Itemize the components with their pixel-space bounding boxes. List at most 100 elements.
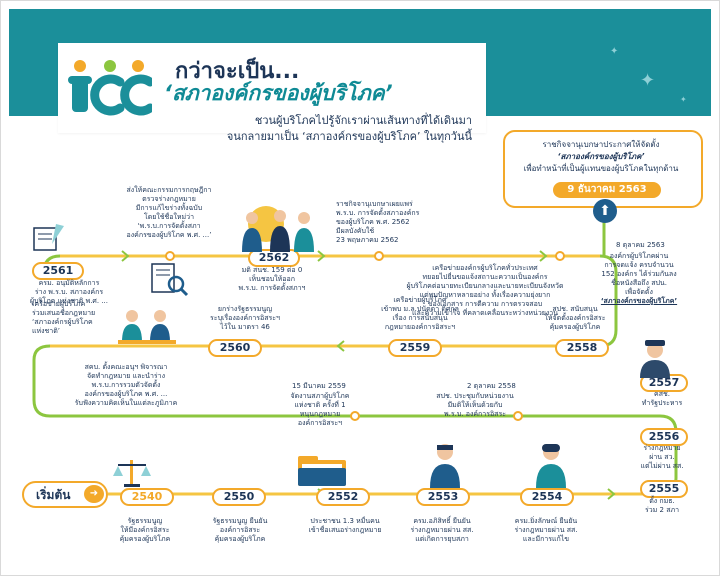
text-line: เรื่อง การสนับสนุน: [392, 314, 448, 322]
text-line: ยกร่างรัฐธรรมนูญ: [217, 305, 273, 313]
milestone-2556: 2556: [640, 428, 688, 446]
text-line: ไว้ใน มาตรา 46: [220, 323, 270, 331]
text-line: สปช. สนับสนุน: [552, 305, 598, 313]
handshake-people-icon: [242, 206, 314, 252]
text-line: ร่าง พ.ร.บ. สภาองค์กร: [34, 288, 104, 296]
text-line: ให้มีองค์กรอิสระ: [120, 526, 170, 534]
text-line: 23 พฤษภาคม 2562: [336, 236, 399, 244]
text-line: ร่างกฎหมาย: [643, 444, 681, 452]
text-line: ครม.อภิสิทธิ์ ยืนยัน: [413, 517, 471, 525]
date-2563-oct: 8 ตุลาคม 2563: [614, 240, 667, 251]
milestone-2540: 2540: [120, 488, 174, 506]
text-2559a: เครือข่ายผู้บริโภค เข้าพบ ม.ล.ปนัดดา ดิศ…: [360, 296, 480, 332]
text-2561-top: ส่งให้คณะกรรมการกฤษฎีกา ตรวจร่างกฎหมาย ม…: [108, 186, 230, 240]
text-line: เครือข่ายผู้บริโภค: [32, 300, 86, 308]
text-line: จัดงานสภาผู้บริโภค: [290, 392, 350, 400]
sparkle-icon: ✦: [610, 46, 619, 57]
text-2556: ร่างกฎหมาย ผ่าน สว. แต่ไม่ผ่าน สส.: [628, 444, 696, 471]
text-line: สปช. ประชุมกับหน่วยงาน: [436, 392, 514, 400]
text-2550: รัฐธรรมนูญ ยืนยัน องค์การอิสระ คุ้มครองผ…: [190, 517, 290, 544]
text-line: ร่วมเสนอชื่อกฎหมาย: [32, 309, 96, 317]
timeline-dot: [513, 411, 523, 421]
arrow-right-icon: ➜: [84, 485, 104, 503]
subtitle-line-1: ชวนผู้บริโภคไปรู้จักเราผ่านเส้นทางที่ได้…: [254, 114, 472, 127]
text-2540: รัฐธรรมนูญ ให้มีองค์กรอิสระ คุ้มครองผู้บ…: [100, 517, 190, 544]
text-line: รัฐธรรมนูญ ยืนยัน: [212, 517, 268, 525]
milestone-2554: 2554: [520, 488, 574, 506]
text-line: ครม. อนุมัติหลักการ: [38, 279, 100, 287]
text-line: ให้จัดตั้งองค์กรอิสระ: [544, 314, 606, 322]
text-line: แต่พบปัญหาหลายอย่าง ทั้งเรื่องความยุ่งยา…: [419, 291, 551, 299]
text-line: เครือข่ายองค์กรผู้บริโภคทั่วประเทศ: [432, 264, 538, 272]
final-line-2: ‘สภาองค์กรของผู้บริโภค’: [557, 152, 645, 161]
text-2557: คสช. ทำรัฐประหาร: [628, 390, 696, 408]
text-2555: ตั้ง กมธ. ร่วม 2 สภา: [628, 497, 696, 515]
text-line: พ.ร.บ.การรวมตัวจัดตั้ง: [91, 381, 161, 389]
sparkle-icon: ✦: [640, 70, 656, 91]
text-line: องค์การอิสระ: [219, 526, 261, 534]
text-2558b: สปช. ประชุมกับหน่วยงาน มีมติให้เห็นด้วยก…: [420, 392, 530, 419]
subtitle: ชวนผู้บริโภคไปรู้จักเราผ่านเส้นทางที่ได้…: [180, 113, 472, 145]
text-2554: ครม.ยิ่งลักษณ์ ยืนยัน ร่างกฎหมายผ่าน สส.…: [494, 517, 598, 544]
text-line: ร่างกฎหมายผ่าน สส.: [410, 526, 474, 534]
text-line: ร่วม 2 สภา: [644, 506, 680, 514]
text-line: องค์กรของผู้บริโภค พ.ศ. ...: [84, 390, 168, 398]
text-line: พ.ร.บ. องค์การอิสระ: [444, 410, 506, 418]
milestone-2558: 2558: [555, 339, 609, 357]
text-line: และมีการแก้ไข: [522, 535, 570, 543]
text-line: ร่างกฎหมายผ่าน สส.: [514, 526, 578, 534]
text-line: เครือข่ายผู้บริโภค: [393, 296, 447, 304]
milestone-2552: 2552: [316, 488, 370, 506]
text-line: ชื่อหนังสือถึง สปน.: [611, 279, 667, 287]
text-line: องค์การอิสระฯ: [297, 419, 343, 427]
text-2560c: เครือข่ายผู้บริโภค ร่วมเสนอชื่อกฎหมาย ‘ส…: [32, 300, 122, 336]
milestone-2560: 2560: [208, 339, 262, 357]
text-line: คุ้มครองผู้บริโภค: [214, 535, 266, 543]
text-line: โดยใช้ชื่อใหม่ว่า: [143, 213, 195, 221]
milestone-2559: 2559: [388, 339, 442, 357]
text-line: ครม.ยิ่งลักษณ์ ยืนยัน: [514, 517, 578, 525]
text-2562b: ราชกิจจานุเบกษาเผยแพร่ พ.ร.บ. การจัดตั้ง…: [336, 200, 446, 245]
title-line-1: กว่าจะเป็น...: [175, 59, 300, 84]
text-line: มีการแก้ไขร่างทั้งฉบับ: [135, 204, 203, 212]
person-icon: [430, 444, 460, 488]
text-2560b: สคบ. ตั้งคณะอนุฯ พิจารณา จัดทำกฎหมาย และ…: [56, 363, 196, 408]
milestone-2561: 2561: [32, 262, 84, 280]
text-2558a: สปช. สนับสนุน ให้จัดตั้งองค์กรอิสระ คุ้ม…: [520, 305, 630, 332]
text-line: กฎหมายองค์การอิสระฯ: [384, 323, 456, 331]
text-line: ตรวจร่างกฎหมาย: [142, 195, 196, 203]
final-line-3: เพื่อทำหน้าที่เป็นผู้แทนของผู้บริโภคในทุ…: [523, 164, 679, 173]
text-line: องค์กรผู้บริโภคผ่าน: [609, 252, 669, 260]
text-line: ‘สภาองค์กรของผู้บริโภค’: [600, 297, 678, 305]
text-line: ประชาชน 1.3 หมื่นคน: [310, 517, 380, 525]
date-2558-oct: 2 ตุลาคม 2558: [465, 381, 518, 392]
text-line: ทยอยไปยื่นขอแจ้งสถานะความเป็นองค์กร: [422, 273, 548, 281]
scales-icon: [113, 460, 151, 487]
text-line: สคบ. ตั้งคณะอนุฯ พิจารณา: [84, 363, 168, 371]
text-line: 152 องค์กร ได้ร่วมกันลง: [601, 270, 677, 278]
text-line: เข้าชื่อเสนอร่างกฎหมาย: [308, 526, 382, 534]
text-line: หนุนกฎหมาย: [299, 410, 341, 418]
tcc-logo-icon: [68, 60, 152, 116]
text-line: แต่เกิดการยุบสภา: [415, 535, 469, 543]
text-line: เข้าพบ ม.ล.ปนัดดา ดิศกุล: [381, 305, 459, 313]
arrow-up-icon: ⬆: [593, 199, 617, 223]
text-line: ส่งให้คณะกรรมการกฤษฎีกา: [126, 186, 212, 194]
timeline-dot: [350, 411, 360, 421]
milestone-2555: 2555: [640, 480, 688, 498]
text-line: เพื่อจัดตั้ง: [625, 288, 653, 296]
text-line: ผู้บริโภคต่อนายทะเบียนกลางและนายทะเบียนจ…: [406, 282, 564, 290]
text-line: แต่ไม่ผ่าน สส.: [640, 462, 684, 470]
subtitle-line-2: จนกลายมาเป็น ‘สภาองค์กรของผู้บริโภค’ ในท…: [226, 130, 472, 143]
milestone-2553: 2553: [416, 488, 470, 506]
timeline-dot: [165, 251, 175, 261]
text-line: ของเอกสาร การตีความ การตรวจสอบ: [427, 300, 543, 308]
text-line: แห่งชาติ’: [32, 327, 60, 335]
text-2562c: เครือข่ายองค์กรผู้บริโภคทั่วประเทศ ทยอยไ…: [390, 264, 580, 318]
text-line: ทำรัฐประหาร: [641, 399, 683, 407]
text-line: ‘สภาองค์กรผู้บริโภค: [32, 318, 93, 326]
document-search-icon: [151, 263, 189, 297]
text-line: รัฐธรรมนูญ: [127, 517, 163, 525]
text-2552: ประชาชน 1.3 หมื่นคน เข้าชื่อเสนอร่างกฎหม…: [290, 517, 400, 535]
